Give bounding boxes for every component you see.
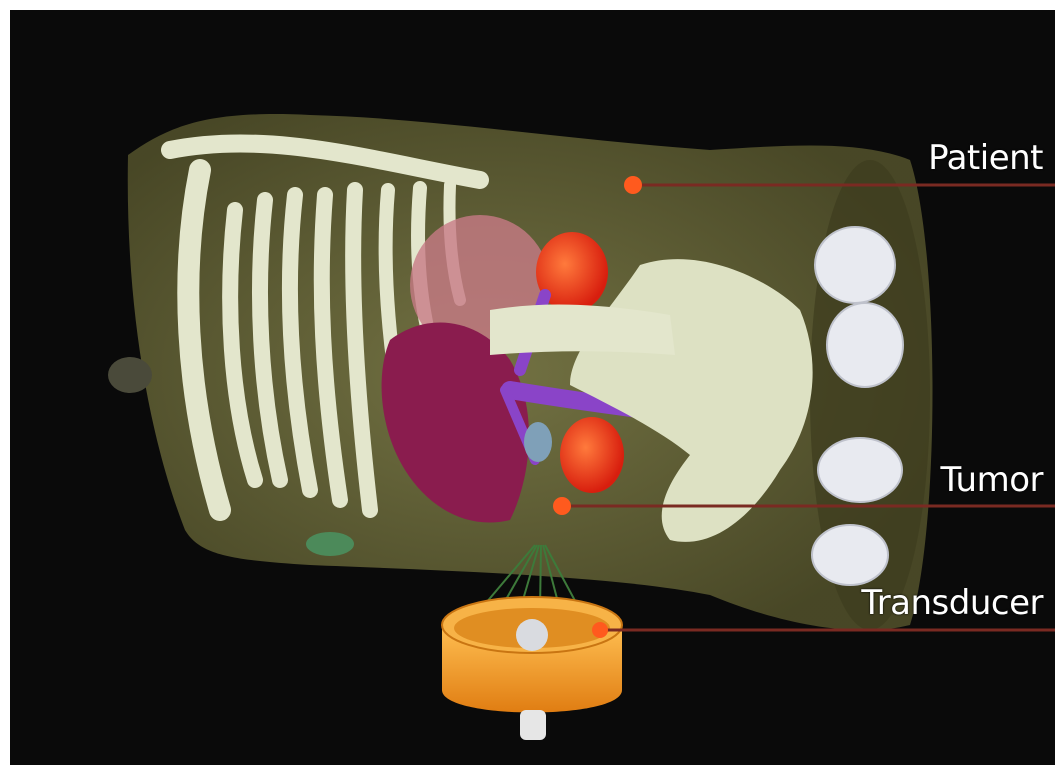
spine — [490, 305, 675, 355]
transducer-pointer-dot — [592, 622, 608, 638]
left-appendage — [108, 357, 152, 393]
anatomy-scene — [10, 10, 1055, 765]
transducer-label: Transducer — [861, 583, 1043, 623]
patient-label: Patient — [928, 138, 1043, 178]
patient-pointer-dot — [624, 176, 642, 194]
tumor-pointer-dot — [553, 497, 571, 515]
transducer-device — [442, 597, 622, 740]
tumor-label: Tumor — [940, 460, 1043, 500]
lower-tumor — [560, 417, 624, 493]
marker — [306, 532, 354, 556]
kidney — [524, 422, 552, 462]
illustration-frame: Patient Tumor Transducer — [10, 10, 1055, 765]
